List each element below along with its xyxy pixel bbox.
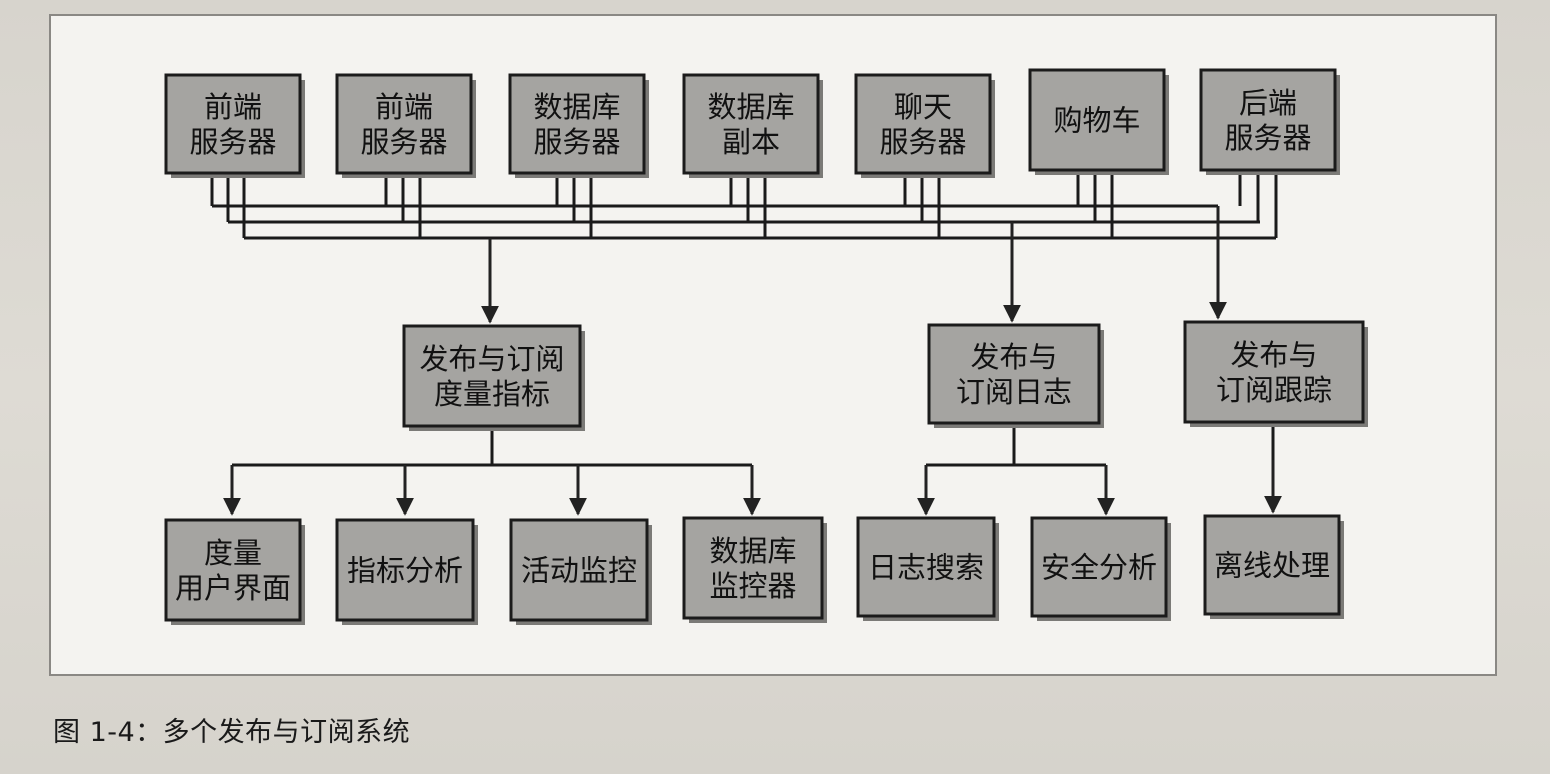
box-label-line: 数据库 (533, 90, 620, 124)
box-label-line: 度量指标 (434, 377, 550, 411)
box-body (402, 324, 582, 428)
box-label-line: 指标分析 (347, 553, 463, 587)
nodes: 前端服务器前端服务器数据库服务器数据库副本聊天服务器购物车后端服务器发布与订阅度… (164, 68, 1368, 625)
box-body (164, 518, 302, 622)
box-label-line: 副本 (722, 125, 780, 159)
box-label-line: 数据库 (707, 90, 794, 124)
consumer-box-c6: 安全分析 (1030, 516, 1171, 621)
box-body (1183, 320, 1365, 424)
box-body (508, 73, 646, 175)
consumer-box-c5: 日志搜索 (856, 516, 999, 621)
box-label-line: 订阅日志 (956, 375, 1072, 409)
box-label-line: 日志搜索 (868, 550, 984, 584)
producer-box-p6: 购物车 (1028, 68, 1169, 175)
box-label-line: 服务器 (189, 125, 276, 159)
box-label-line: 聊天 (894, 90, 952, 124)
consumer-box-c7: 离线处理 (1203, 514, 1344, 619)
box-body (927, 323, 1101, 425)
box-body (1030, 516, 1168, 618)
arrows (223, 206, 1282, 516)
box-label-line: 用户界面 (175, 571, 291, 605)
connection-lines (210, 170, 1278, 467)
box-label-line: 服务器 (360, 125, 447, 159)
box-label-line: 服务器 (533, 125, 620, 159)
box-body (335, 518, 475, 622)
box-body (854, 73, 992, 175)
box-body (1199, 68, 1337, 172)
box-label-line: 发布与订阅 (419, 342, 564, 376)
consumer-box-c3: 活动监控 (509, 518, 652, 625)
box-body (682, 73, 820, 175)
box-label-line: 发布与 (970, 340, 1057, 374)
box-label-line: 购物车 (1053, 103, 1140, 137)
box-label-line: 度量 (204, 536, 262, 570)
figure-caption: 图 1-4：多个发布与订阅系统 (53, 717, 411, 748)
box-label-line: 服务器 (879, 125, 966, 159)
box-label-line: 服务器 (1224, 121, 1311, 155)
box-label-line: 监控器 (709, 569, 796, 603)
box-label-line: 订阅跟踪 (1216, 373, 1332, 407)
box-label-line: 发布与 (1230, 338, 1317, 372)
box-label-line: 数据库 (709, 534, 796, 568)
consumer-box-c2: 指标分析 (335, 518, 478, 625)
box-body (1203, 514, 1341, 616)
box-label-line: 前端 (204, 90, 262, 124)
box-label-line: 活动监控 (521, 553, 637, 587)
box-body (682, 516, 824, 620)
box-label-line: 安全分析 (1041, 550, 1157, 584)
box-label-line: 离线处理 (1214, 548, 1330, 582)
box-body (164, 73, 302, 175)
box-label-line: 后端 (1239, 86, 1297, 120)
box-body (335, 73, 473, 175)
box-body (1028, 68, 1166, 172)
box-body (509, 518, 649, 622)
box-body (856, 516, 996, 618)
box-label-line: 前端 (375, 90, 433, 124)
